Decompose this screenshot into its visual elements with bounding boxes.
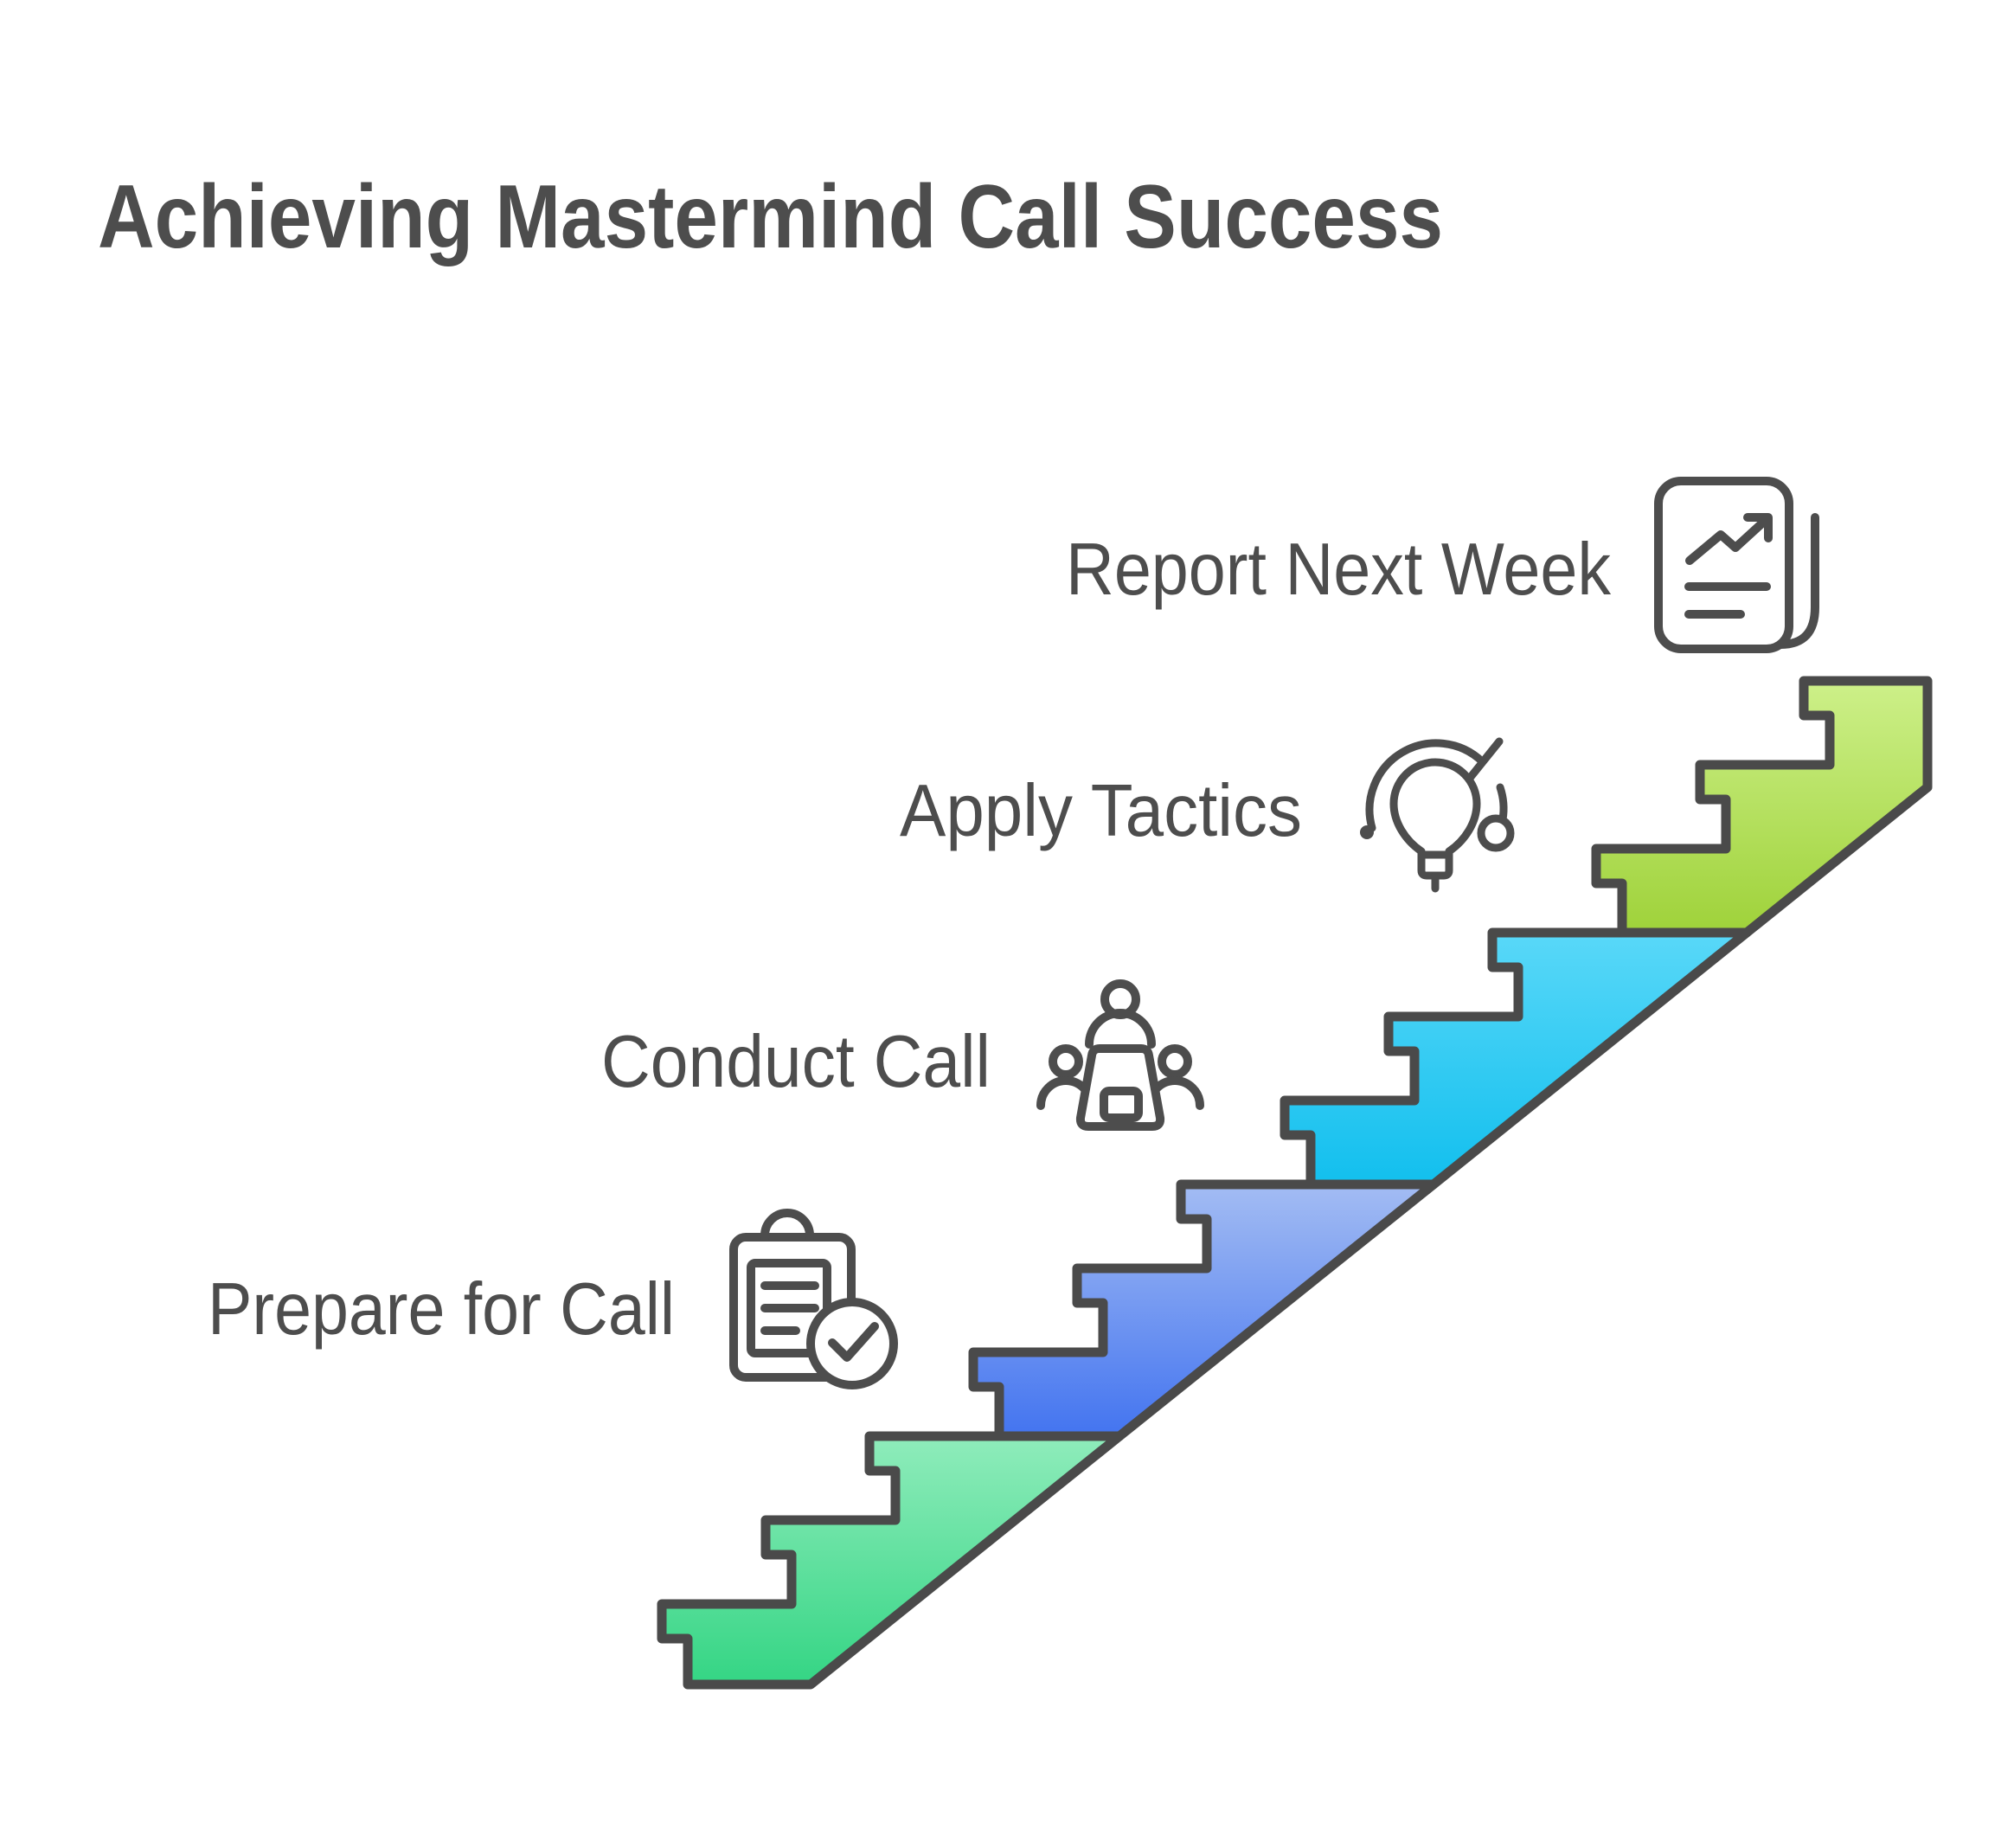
step-label-apply: Apply Tactics [900, 770, 1302, 852]
meeting-icon [1036, 979, 1204, 1131]
step-segment-prepare [657, 1431, 1125, 1690]
step-segment-apply [1280, 927, 1752, 1190]
clipboard-check-icon [729, 1209, 898, 1389]
step-segment-conduct [968, 1179, 1439, 1441]
lightbulb-idea-icon [1360, 737, 1515, 893]
report-chart-icon [1654, 477, 1819, 653]
step-label-report: Report Next Week [1066, 529, 1611, 611]
step-label-prepare: Prepare for Call [208, 1268, 675, 1351]
step-segment-report [1591, 676, 1933, 938]
step-label-conduct: Conduct Call [601, 1021, 991, 1103]
page-title: Achieving Mastermind Call Success [98, 167, 1443, 267]
